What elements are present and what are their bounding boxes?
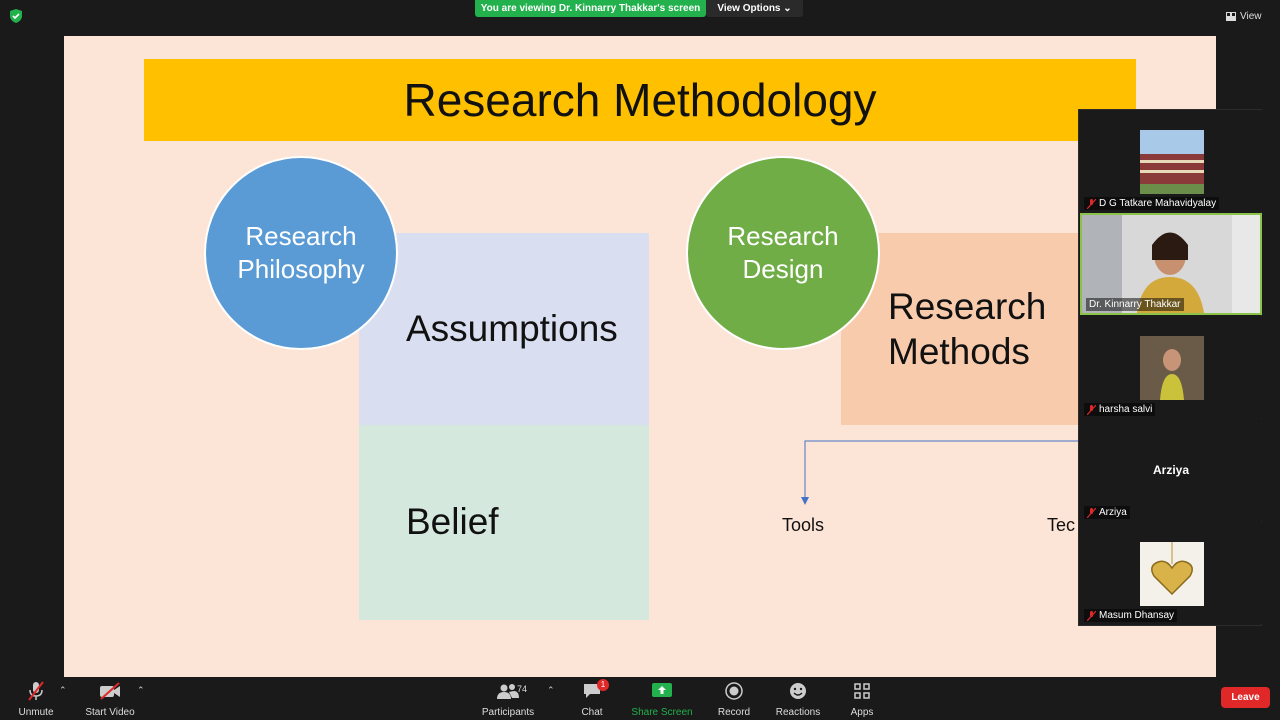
reactions-label: Reactions [775,707,821,718]
circle-right-line-1: Research [727,221,839,251]
participants-options-caret-icon[interactable]: ⌃ [547,685,555,695]
circle-right-line-2: Design [742,254,824,284]
participant-name: Dr. Kinnarry Thakkar [1089,299,1181,310]
record-label: Record [717,707,751,718]
reactions-smiley-icon [790,683,806,699]
start-video-label: Start Video [85,707,135,718]
view-label: View [1240,10,1262,22]
participants-label: Participants [481,707,535,718]
record-button[interactable]: Record [699,681,769,718]
start-video-button[interactable]: Start Video [75,681,145,718]
mic-muted-icon [1087,610,1096,621]
chat-button[interactable]: 1 Chat [557,679,627,718]
mic-muted-icon [1087,507,1096,518]
share-screen-button[interactable]: Share Screen [627,681,697,718]
assumptions-text: Assumptions [406,308,618,349]
unmute-button[interactable]: Unmute [1,681,71,718]
participant-tile[interactable]: D G Tatkare Mahavidyalay [1080,110,1262,212]
viewing-screen-banner: You are viewing Dr. Kinnarry Thakkar's s… [475,0,706,17]
apps-button[interactable]: Apps [827,681,897,718]
apps-icon [854,683,870,699]
participants-icon [497,684,519,699]
participant-display-name: Arziya [1152,463,1190,477]
participants-count: 74 [517,684,528,694]
assumptions-box [359,233,649,425]
mic-muted-icon [28,681,44,701]
circle-left-line-1: Research [245,221,357,251]
reactions-button[interactable]: Reactions [763,681,833,718]
chat-label: Chat [581,707,603,718]
participant-tile-active[interactable]: Dr. Kinnarry Thakkar [1080,213,1262,315]
share-screen-icon [652,683,672,697]
meeting-toolbar: Unmute ⌃ Start Video ⌃ 74 Participants ⌃… [0,677,1280,720]
grid-view-icon [1226,11,1236,21]
security-shield-icon[interactable] [8,8,24,24]
participant-name-tag: harsha salvi [1084,403,1156,416]
participant-name: Arziya [1099,507,1127,518]
video-options-caret-icon[interactable]: ⌃ [137,685,145,695]
mic-muted-icon [1087,198,1096,209]
chevron-down-icon: ⌄ [783,3,792,14]
participant-tile[interactable]: Arziya Arziya [1080,419,1262,521]
view-options-label: View Options [717,3,781,14]
slide-title: Research Methodology [144,59,1136,141]
video-off-icon [100,682,120,700]
leave-button[interactable]: Leave [1221,687,1270,708]
participants-button[interactable]: 74 Participants [473,681,543,718]
participant-name-tag: D G Tatkare Mahavidyalay [1084,197,1220,210]
participant-name-tag: Dr. Kinnarry Thakkar [1086,298,1184,311]
tools-text: Tools [782,515,825,535]
record-icon [725,682,743,700]
participant-tile[interactable]: Masum Dhansay [1080,522,1262,624]
share-screen-label: Share Screen [631,707,693,718]
chat-unread-badge: 1 [597,679,609,691]
participant-name-tag: Masum Dhansay [1084,609,1178,622]
participant-name: harsha salvi [1099,404,1153,415]
belief-text: Belief [406,501,499,542]
unmute-label: Unmute [18,707,54,718]
view-options-button[interactable]: View Options ⌄ [706,0,803,17]
participant-thumbnail [1140,336,1204,400]
techniques-text: Tec [1047,515,1076,535]
video-participants-panel[interactable]: D G Tatkare Mahavidyalay Dr. Kinnarry Th… [1078,109,1262,626]
participant-name-tag: Arziya [1084,506,1130,519]
participant-tile[interactable]: harsha salvi [1080,316,1262,418]
participant-thumbnail [1140,130,1204,194]
audio-options-caret-icon[interactable]: ⌃ [59,685,67,695]
mic-muted-icon [1087,404,1096,415]
connector-arrow [801,440,1084,505]
circle-left-line-2: Philosophy [237,254,365,284]
belief-box [359,425,649,620]
view-button[interactable]: View [1226,7,1262,25]
participant-thumbnail [1140,542,1204,606]
participant-name: D G Tatkare Mahavidyalay [1099,198,1217,209]
chat-icon [584,684,600,698]
participant-name: Masum Dhansay [1099,610,1175,621]
methods-line-1: Research [888,286,1047,327]
apps-label: Apps [850,707,874,718]
methods-line-2: Methods [888,331,1030,372]
research-methods-text: Research Methods [888,284,1046,374]
